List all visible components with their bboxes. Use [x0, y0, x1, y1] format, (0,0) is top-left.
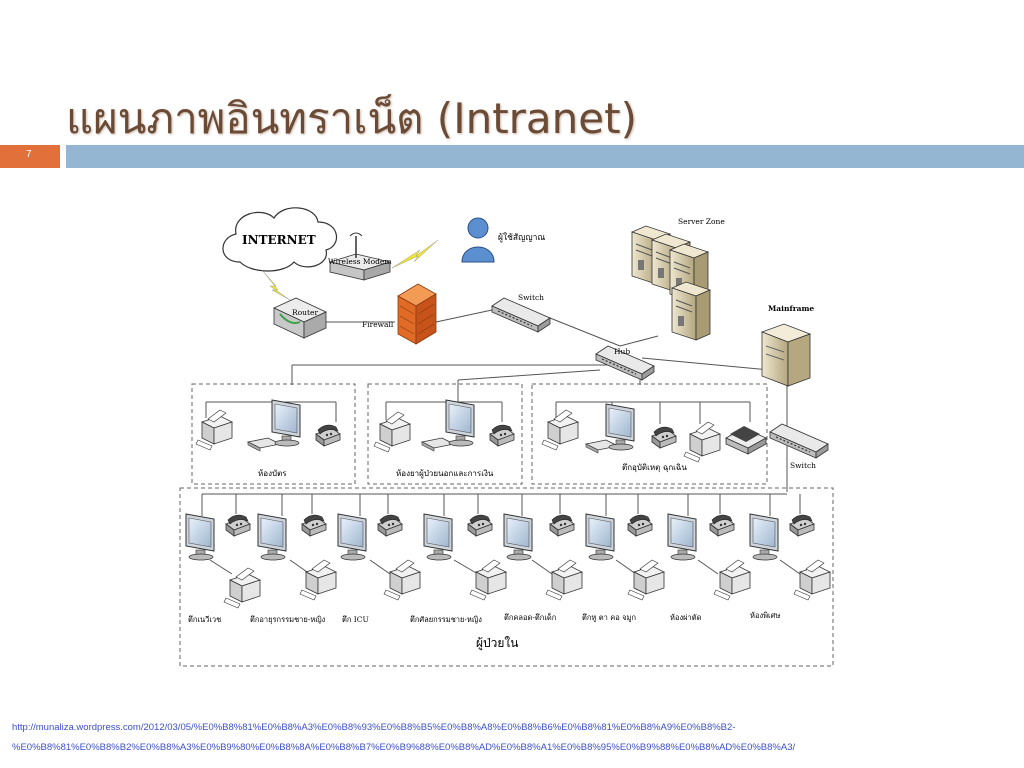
phone-icon: [315, 424, 341, 447]
keyboard-icon: [247, 437, 281, 452]
ward-label: ห้องผ่าตัด: [670, 613, 702, 622]
ward-label: ห้องพิเศษ: [750, 611, 780, 620]
ward-label: ตึกเนวีเวช: [188, 615, 221, 624]
scanner-icon: [725, 426, 767, 455]
switch-right-icon: [769, 423, 829, 459]
printer-icon: [195, 409, 233, 451]
printer-icon: [713, 559, 751, 601]
switch-right-label: Switch: [790, 461, 816, 470]
internet-cloud-icon: [222, 207, 337, 272]
ward-label: ตึกศัลยกรรมชาย-หญิง: [410, 615, 482, 624]
ward-label: ตึกหู ตา คอ จมูก: [582, 613, 636, 622]
mainframe-label: Mainframe: [768, 304, 814, 313]
monitor-icon: [445, 399, 475, 447]
phone-icon: [549, 514, 575, 537]
phone-icon: [627, 514, 653, 537]
printer-icon: [627, 559, 665, 601]
monitor-icon: [423, 513, 453, 561]
printer-icon: [469, 559, 507, 601]
printer-icon: [223, 567, 261, 609]
mainframe-icon: [760, 323, 812, 387]
server-zone-label: Server Zone: [678, 217, 725, 226]
ward-label: ตึกคลอด-ตึกเด็ก: [504, 612, 556, 622]
monitor-icon: [749, 513, 779, 561]
ward-label: ตึกอายุรกรรมชาย-หญิง: [250, 615, 326, 624]
printer-icon: [373, 411, 411, 453]
slide-number: 7: [0, 145, 60, 168]
dept-1-label: ห้องบัตร: [258, 469, 287, 478]
router-icon: [273, 297, 327, 339]
printer-icon: [299, 559, 337, 601]
firewall-label: Firewall: [362, 320, 394, 329]
phone-icon: [709, 514, 735, 537]
printer-icon: [383, 559, 421, 601]
dept-2-label: ห้องยาผู้ป่วยนอกและการเงิน: [396, 469, 494, 479]
phone-icon: [467, 514, 493, 537]
printer-icon: [545, 559, 583, 601]
keyboard-icon: [421, 437, 455, 452]
phone-icon: [651, 426, 677, 449]
internet-label: INTERNET: [242, 233, 316, 247]
phone-icon: [377, 514, 403, 537]
switch-top-label: Switch: [518, 293, 544, 302]
switch-top-icon: [491, 297, 551, 333]
monitor-icon: [585, 513, 615, 561]
title-accent-bar: [66, 145, 1024, 168]
ward-label: ตึก ICU: [342, 615, 369, 624]
licensed-user-label: ผู้ใช้สัญญาณ: [498, 232, 545, 243]
dept-group-card-room: [191, 383, 356, 485]
phone-icon: [225, 514, 251, 537]
dept-3-label: ตึกอุบัติเหตุ ฉุกเฉิน: [622, 463, 687, 472]
user-icon: [461, 217, 495, 263]
server-icon: [671, 281, 711, 341]
source-link-line1[interactable]: http://munaliza.wordpress.com/2012/03/05…: [12, 722, 736, 733]
dept-group-pharmacy: [367, 383, 523, 485]
firewall-icon: [397, 283, 437, 345]
phone-icon: [301, 514, 327, 537]
monitor-icon: [503, 513, 533, 561]
slide-title: แผนภาพอินทราเน็ต (Intranet): [66, 94, 637, 143]
network-links: [201, 309, 801, 575]
monitor-icon: [337, 513, 367, 561]
phone-icon: [789, 514, 815, 537]
monitor-icon: [667, 513, 697, 561]
wireless-link-icon: [391, 239, 439, 269]
phone-icon: [489, 424, 515, 447]
source-link-line2[interactable]: %E0%B8%81%E0%B8%B2%E0%B8%A3%E0%B9%80%E0%…: [12, 742, 796, 753]
router-label: Router: [292, 308, 318, 317]
wireless-link-icon: [261, 269, 291, 301]
printer-icon: [541, 409, 579, 451]
inpatient-label: ผู้ป่วยใน: [476, 636, 518, 651]
wireless-modem-label: Wireless Modem: [328, 257, 391, 266]
dept-group-emergency: [531, 383, 768, 485]
monitor-icon: [257, 513, 287, 561]
printer-icon: [793, 559, 831, 601]
fax-icon: [683, 421, 721, 463]
monitor-icon: [185, 513, 215, 561]
hub-label: Hub: [614, 347, 630, 356]
inpatient-group: [179, 487, 834, 667]
monitor-icon: [271, 399, 301, 447]
wireless-modem-icon: [328, 232, 392, 281]
